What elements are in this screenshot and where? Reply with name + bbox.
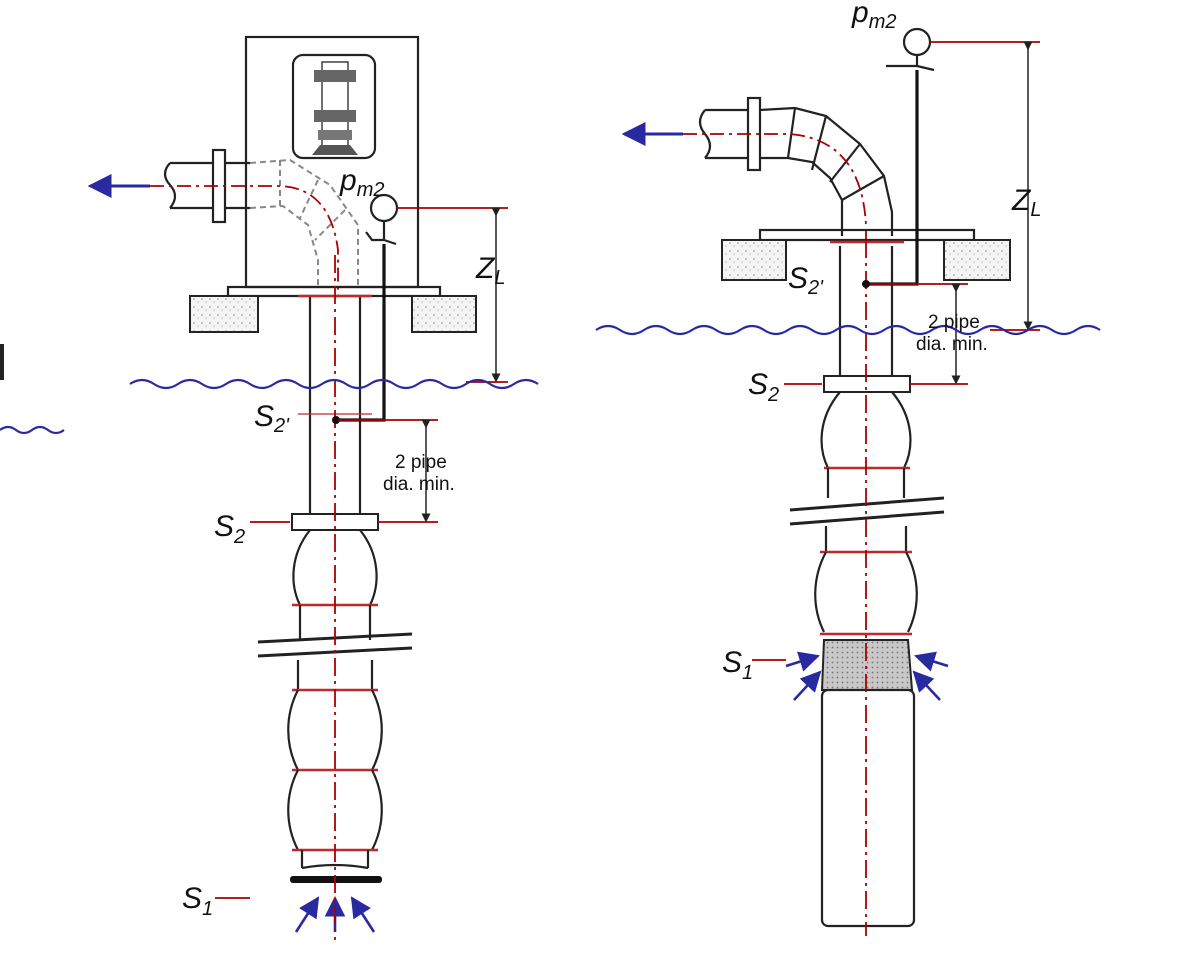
left-concrete-left <box>189 295 259 333</box>
left-baseplate <box>226 285 442 298</box>
left-s1-label: S1 <box>182 882 213 920</box>
left-pm2-label: pm2 <box>339 164 384 201</box>
right-gauge <box>902 27 932 57</box>
right-zl-label: ZL <box>1011 184 1041 221</box>
right-inflow-arrows <box>785 651 949 701</box>
right-s1-label: S1 <box>722 646 753 684</box>
left-discharge-pipe <box>150 148 359 296</box>
right-intake-screen <box>820 639 914 691</box>
right-baseplate <box>758 228 976 242</box>
left-concrete-right <box>411 295 477 333</box>
left-s2-label: S2 <box>214 510 245 548</box>
left-pipe-note-line1: 2 pipe <box>395 452 447 473</box>
right-discharge-pipe <box>683 96 894 240</box>
right-bowls <box>789 391 945 636</box>
right-water-surface <box>595 324 1101 336</box>
left-pipe-note-line2: dia. min. <box>383 474 455 495</box>
right-s2prime-label: S2' <box>788 262 824 299</box>
left-water-surface <box>129 378 539 390</box>
right-motor-body <box>820 688 916 928</box>
left-zl-label: ZL <box>475 252 505 289</box>
right-pipe-note-line2: dia. min. <box>916 334 988 355</box>
left-coupling <box>312 61 358 155</box>
left-suction-bell <box>290 876 382 883</box>
right-s2-label: S2 <box>748 368 779 406</box>
right-concrete-left <box>721 239 787 281</box>
left-bowls <box>257 529 413 870</box>
left-edge-fragment <box>0 344 65 435</box>
left-s2prime-label: S2' <box>254 400 290 437</box>
right-concrete-right <box>943 239 1011 281</box>
left-pump: pm2 ZL S2' 2 pipe dia. min. S2 S1 <box>87 35 539 940</box>
left-coupling-window <box>291 53 377 160</box>
right-pm2-label: pm2 <box>851 0 896 33</box>
right-s2-flange <box>823 375 911 393</box>
right-pipe-note-line1: 2 pipe <box>928 312 980 333</box>
right-pump: pm2 ZL S2' 2 pipe dia. min. S2 S1 <box>595 0 1101 936</box>
